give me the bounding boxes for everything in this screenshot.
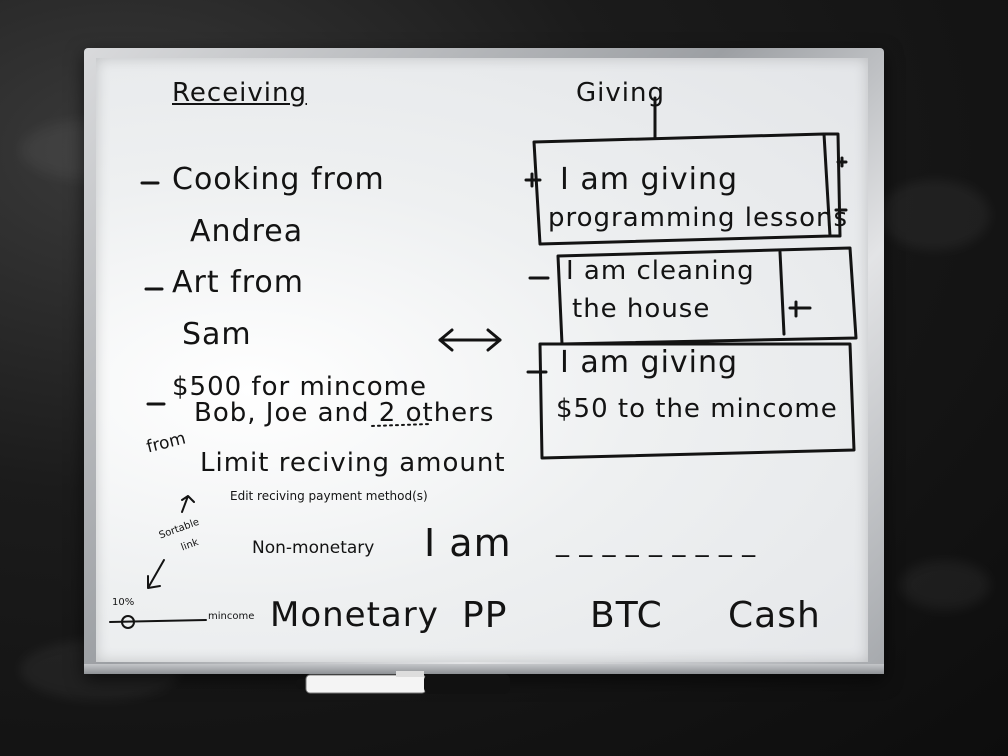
giving-item-lessons-line1: I am giving <box>560 162 739 197</box>
payment-option-cash: Cash <box>728 595 821 636</box>
receiving-header: Receiving <box>172 78 308 108</box>
mincome-slider-label: mincome <box>208 611 255 622</box>
receiving-item-cooking-line2: Andrea <box>190 214 304 249</box>
payment-option-btc: BTC <box>590 595 663 636</box>
giving-item-cleaning-line1: I am cleaning <box>566 256 755 286</box>
non-monetary-label: Non-monetary <box>252 538 375 558</box>
receiving-item-mincome-line1: $500 for mincome <box>172 372 428 402</box>
couch-highlight <box>900 560 990 610</box>
giving-item-donation-line2: $50 to the mincome <box>556 394 838 424</box>
receiving-item-mincome-line2: Bob, Joe and 2 others <box>194 398 495 428</box>
receiving-item-art-line2: Sam <box>182 317 252 352</box>
whiteboard-surface <box>96 58 868 662</box>
giving-item-lessons-line2: programming lessons <box>548 203 849 233</box>
giving-item-donation-line1: I am giving <box>560 345 739 380</box>
giving-header: Giving <box>576 78 665 108</box>
receiving-item-cooking-line1: Cooking from <box>172 162 385 197</box>
percent-label: 10% <box>112 597 135 608</box>
marker-pen-icon <box>296 671 510 694</box>
couch-highlight <box>880 180 990 250</box>
i-am-blank-line: _ _ _ _ _ _ _ _ _ <box>556 528 757 558</box>
limit-receiving-note: Limit reciving amount <box>200 448 506 478</box>
edit-payment-method-note: Edit reciving payment method(s) <box>230 489 428 503</box>
receiving-item-art-line1: Art from <box>172 265 304 300</box>
giving-item-cleaning-line2: the house <box>572 294 711 324</box>
payment-option-monetary: Monetary <box>270 595 439 635</box>
payment-option-pp: PP <box>462 595 508 636</box>
i-am-prompt: I am <box>424 521 512 565</box>
marker-tray <box>84 664 884 674</box>
